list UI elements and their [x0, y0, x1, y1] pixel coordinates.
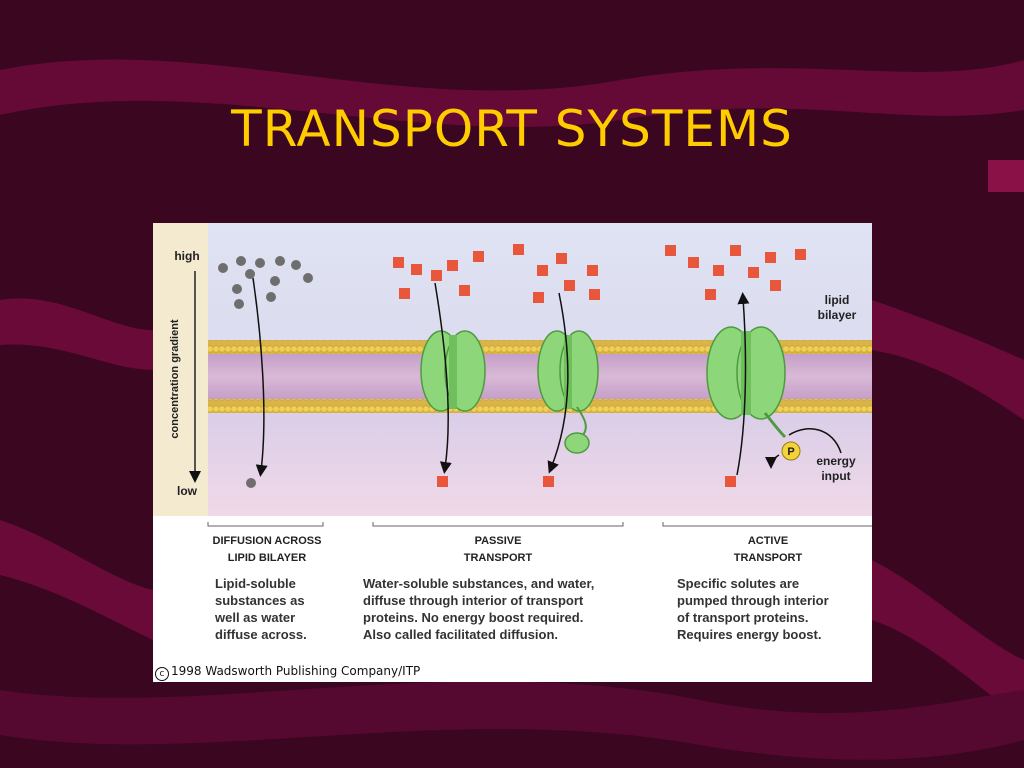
wave-stripe: [0, 298, 153, 370]
wave-stripe: [0, 520, 153, 640]
panel-heading-active: ACTIVE TRANSPORT: [733, 535, 803, 564]
gradient-high-label: high: [174, 249, 199, 263]
active-arrow: [736, 292, 750, 476]
panel-brackets: [207, 522, 872, 527]
panel-description-passive: Water-soluble substances, and water, dif…: [363, 576, 595, 642]
wave-stripe: [872, 300, 1024, 420]
solute-circles: [218, 256, 313, 488]
edge-tab: [988, 160, 1024, 192]
gradient-axis-label: concentration gradient: [169, 319, 181, 439]
membrane-diagram: P high low concentration gradient: [153, 223, 872, 527]
panel-description-active: Specific solutes are pumped through inte…: [677, 576, 829, 642]
passive-arrow: [547, 292, 569, 474]
energy-arrow: [788, 428, 842, 454]
panel-heading-passive: PASSIVE TRANSPORT: [463, 535, 533, 564]
wave-stripe: [872, 560, 1024, 720]
phosphate-badge: [781, 441, 801, 461]
solute-squares: [393, 244, 600, 487]
wave-stripe: [0, 681, 1024, 760]
panel-heading-diffusion: DIFFUSION ACROSS LIPID BILAYER: [212, 535, 322, 564]
transport-protein: [420, 330, 486, 412]
copyright-icon: c: [155, 667, 169, 681]
passive-arrow: [434, 282, 452, 474]
transport-figure: P high low concentration gradient lipid …: [153, 223, 872, 682]
energy-arrow: [765, 454, 780, 469]
gradient-low-label: low: [177, 484, 198, 498]
slide-title: TRANSPORT SYSTEMS: [231, 100, 793, 158]
solute-squares: [665, 245, 806, 487]
phosphate-label: P: [787, 446, 794, 458]
diffusion-arrow: [252, 277, 268, 477]
wave-stripe: [0, 59, 1024, 127]
credit-text: 1998 Wadsworth Publishing Company/ITP: [171, 664, 421, 678]
energy-input-label: energy input: [816, 454, 856, 483]
panel-description-diffusion: Lipid-soluble substances as well as wate…: [215, 576, 307, 642]
lipid-bilayer: [208, 340, 872, 354]
lipid-bilayer-label: lipid bilayer: [817, 293, 857, 322]
